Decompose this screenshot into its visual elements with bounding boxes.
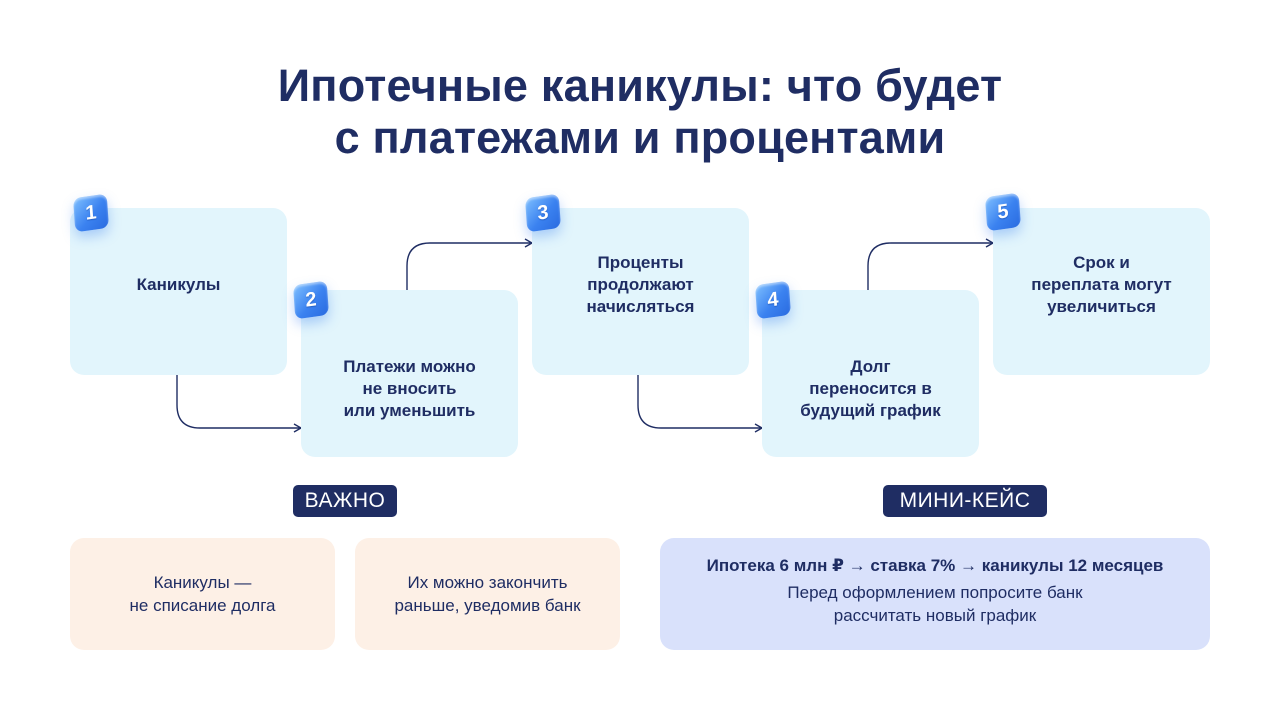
step-2-number: 2 (304, 287, 318, 312)
important-note-2-text: Их можно закончить раньше, уведомив банк (394, 573, 581, 615)
step-3-badge: 3 (524, 193, 562, 233)
important-note-1-text: Каникулы — не списание долга (129, 573, 276, 615)
mini-case-label: МИНИ-КЕЙС (883, 485, 1047, 517)
important-note-1: Каникулы — не списание долга (70, 538, 335, 650)
step-3-card: Проценты продолжают начисляться (532, 208, 749, 375)
step-3-number: 3 (536, 200, 550, 225)
step-2-text: Платежи можно не вносить или уменьшить (343, 356, 476, 420)
title-line-1: Ипотечные каникулы: что будет (277, 60, 1003, 111)
step-4-text: Долг переносится в будущий график (800, 356, 941, 420)
step-4-badge: 4 (754, 280, 792, 320)
step-2-badge: 2 (292, 280, 330, 320)
step-3-text: Проценты продолжают начисляться (586, 252, 695, 316)
step-2-card: Платежи можно не вносить или уменьшить (301, 290, 518, 457)
mini-case-body: Перед оформлением попросите банк рассчит… (787, 582, 1083, 625)
important-note-2: Их можно закончить раньше, уведомив банк (355, 538, 620, 650)
title-line-2: с платежами и процентами (334, 112, 946, 163)
important-label: ВАЖНО (293, 485, 397, 517)
step-5-card: Срок и переплата могут увеличиться (993, 208, 1210, 375)
arrow-3-to-4 (637, 375, 764, 433)
step-1-badge: 1 (72, 193, 110, 233)
page-title: Ипотечные каникулы: что будет с платежам… (0, 60, 1280, 164)
step-5-text: Срок и переплата могут увеличиться (1031, 252, 1172, 316)
arrow-4-to-5 (867, 238, 995, 290)
arrow-2-to-3 (406, 238, 534, 290)
mini-case-card: Ипотека 6 млн ₽ → ставка 7% → каникулы 1… (660, 538, 1210, 650)
arrow-1-to-2 (176, 375, 303, 433)
step-1-card: Каникулы (70, 208, 287, 375)
step-5-number: 5 (996, 199, 1010, 224)
step-4-number: 4 (766, 287, 780, 312)
step-5-badge: 5 (984, 192, 1022, 232)
step-1-text: Каникулы (136, 274, 221, 294)
step-1-number: 1 (84, 200, 98, 225)
step-4-card: Долг переносится в будущий график (762, 290, 979, 457)
mini-case-headline: Ипотека 6 млн ₽ → ставка 7% → каникулы 1… (706, 555, 1164, 575)
